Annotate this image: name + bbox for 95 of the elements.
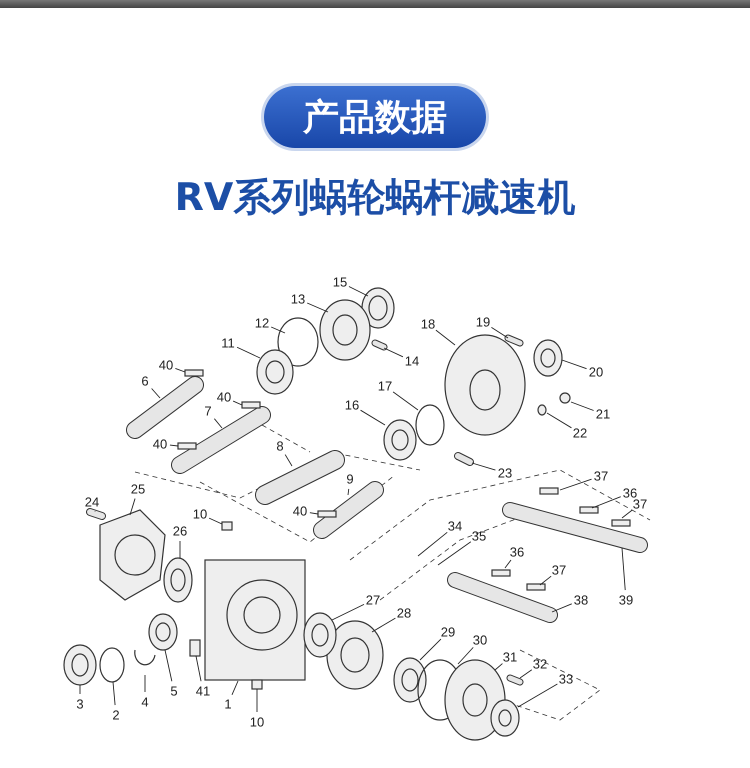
leader-line: [562, 360, 588, 370]
callout-number: 35: [472, 530, 486, 542]
leader-line: [504, 560, 512, 568]
leader-line: [540, 576, 552, 586]
leader-line: [309, 512, 318, 514]
callout-number: 32: [532, 658, 548, 670]
callout-number: 14: [404, 354, 420, 368]
leader-line: [232, 680, 238, 696]
leader-line: [518, 684, 558, 708]
leader-line: [622, 548, 626, 590]
leader-line: [418, 532, 448, 556]
callout-number: 37: [594, 470, 608, 482]
leader-line: [112, 682, 116, 706]
leader-line: [130, 498, 136, 516]
leader-line: [151, 388, 160, 398]
callout-number: 15: [332, 276, 348, 288]
callout-number: 16: [344, 398, 360, 412]
leader-line: [236, 346, 260, 358]
callout-number: 24: [84, 496, 100, 508]
callout-number: 37: [552, 564, 566, 576]
leader-line: [144, 674, 146, 692]
leader-line: [284, 454, 292, 466]
leader-line: [372, 618, 396, 632]
leader-line: [570, 402, 594, 411]
callout-number: 28: [396, 606, 412, 620]
callout-number: 29: [440, 626, 456, 638]
callout-number: 22: [572, 426, 588, 440]
callout-number: 1: [224, 698, 232, 710]
callout-number: 41: [196, 684, 210, 698]
callout-number: 21: [596, 408, 610, 420]
leader-line: [494, 663, 503, 670]
callout-number: 13: [290, 292, 306, 306]
leader-line: [592, 496, 622, 508]
leader-line: [196, 656, 202, 682]
callout-number: 30: [472, 634, 488, 646]
callout-number: 38: [574, 594, 588, 606]
callout-number: 3: [76, 698, 84, 710]
leader-line: [420, 638, 442, 660]
leader-line: [174, 368, 186, 372]
leader-line: [360, 410, 386, 426]
leader-line: [458, 646, 474, 664]
callout-number: 10: [250, 716, 264, 728]
callout-number: 36: [510, 546, 524, 558]
callout-number: 40: [292, 504, 308, 518]
leader-line: [520, 669, 532, 678]
callout-number: 39: [618, 594, 634, 606]
callout-number: 36: [622, 486, 638, 500]
leader-line: [270, 326, 286, 334]
callout-number: 40: [216, 390, 232, 404]
leader-line: [306, 302, 328, 312]
leader-line: [208, 518, 222, 524]
title: RV系列蜗轮蜗杆减速机: [174, 174, 576, 221]
callout-number: 33: [558, 672, 574, 686]
callout-number: 11: [221, 336, 235, 350]
callout-number: 2: [112, 708, 120, 722]
leader-line: [435, 330, 456, 346]
callout-number: 19: [476, 316, 490, 328]
callout-number: 6: [141, 374, 149, 388]
leader-line: [348, 286, 368, 296]
leader-line: [472, 462, 496, 471]
leader-line: [348, 488, 350, 496]
leader-line: [384, 348, 404, 358]
leader-line: [552, 603, 572, 612]
leader-line: [164, 650, 172, 682]
callout-number: 18: [420, 318, 436, 330]
callout-number: 23: [498, 466, 512, 480]
callout-number: 20: [588, 366, 604, 378]
leader-line: [256, 688, 258, 712]
callout-number: 8: [276, 440, 284, 452]
callout-number: 25: [130, 482, 146, 496]
callout-number: 9: [346, 472, 354, 486]
leader-line: [622, 510, 633, 518]
leader-line: [438, 541, 472, 566]
callout-number: 34: [448, 520, 462, 532]
leader-line: [170, 444, 178, 446]
callout-number: 40: [158, 358, 174, 372]
callout-number: 31: [502, 650, 518, 664]
callout-number: 7: [204, 404, 212, 418]
callout-number: 17: [378, 380, 392, 392]
heading-banner: 产品数据: [264, 86, 486, 148]
leader-line: [490, 326, 508, 338]
leader-line: [232, 400, 242, 406]
callout-number: 4: [141, 696, 149, 708]
callout-number: 5: [170, 684, 178, 698]
callout-number: 27: [366, 594, 380, 606]
leader-line: [332, 604, 364, 620]
callout-number: 37: [632, 498, 648, 510]
leader-line: [392, 391, 418, 410]
callout-number: 12: [254, 316, 270, 330]
leader-line: [560, 478, 592, 490]
callout-number: 10: [192, 508, 208, 520]
callout-number: 40: [152, 438, 168, 450]
leader-line: [546, 412, 572, 428]
leader-line: [214, 418, 222, 428]
callout-number: 26: [172, 524, 188, 538]
